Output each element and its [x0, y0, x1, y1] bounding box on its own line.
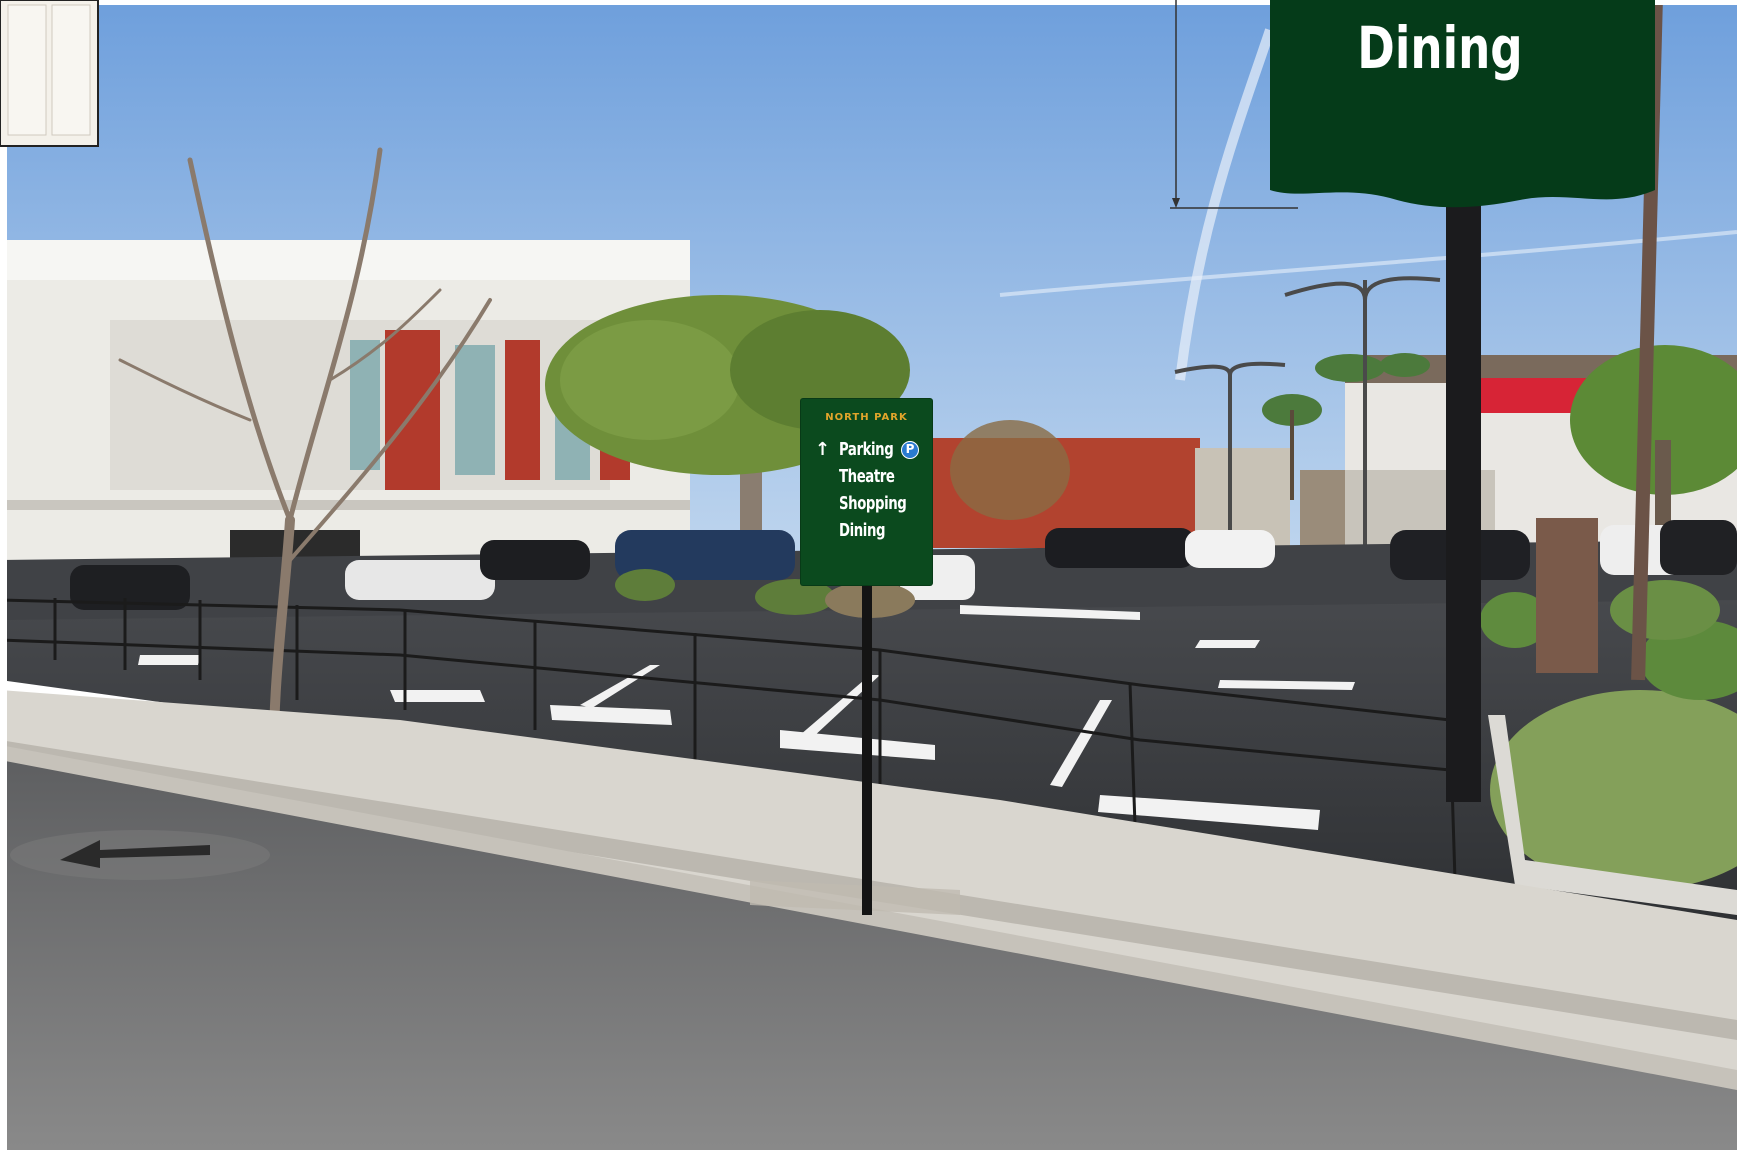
dimension-line [1170, 0, 1298, 209]
large-sign-panel [1270, 0, 1655, 208]
sign-destination-theatre: Theatre [839, 466, 895, 487]
wood-sign-post [1536, 518, 1598, 673]
large-sign-post [1446, 200, 1481, 802]
large-sign-label: Dining [1357, 14, 1523, 82]
up-arrow-icon: ↑ [815, 439, 831, 460]
inset-thumbnail [0, 0, 99, 147]
contrail [1175, 28, 1275, 381]
sign-destination-dining: Dining [839, 520, 886, 541]
stall-lines [138, 605, 1355, 830]
red-tree [950, 420, 1070, 520]
sign-destination-parking: Parking [839, 439, 894, 460]
road [0, 760, 1737, 1157]
sign-destination-shopping: Shopping [839, 493, 907, 514]
curb [0, 745, 1737, 1090]
road-turn-arrow [60, 840, 210, 868]
sign-brand: NORTH PARK [825, 412, 908, 423]
street-lamps [1174, 276, 1441, 570]
planter-curb [1488, 715, 1737, 915]
wayfinding-sign: NORTH PARK ↑ Parking Theatre Shopping Di… [801, 399, 932, 585]
parking-icon: P [901, 441, 919, 459]
right-tree [1570, 345, 1737, 530]
small-sign-post [862, 580, 872, 915]
